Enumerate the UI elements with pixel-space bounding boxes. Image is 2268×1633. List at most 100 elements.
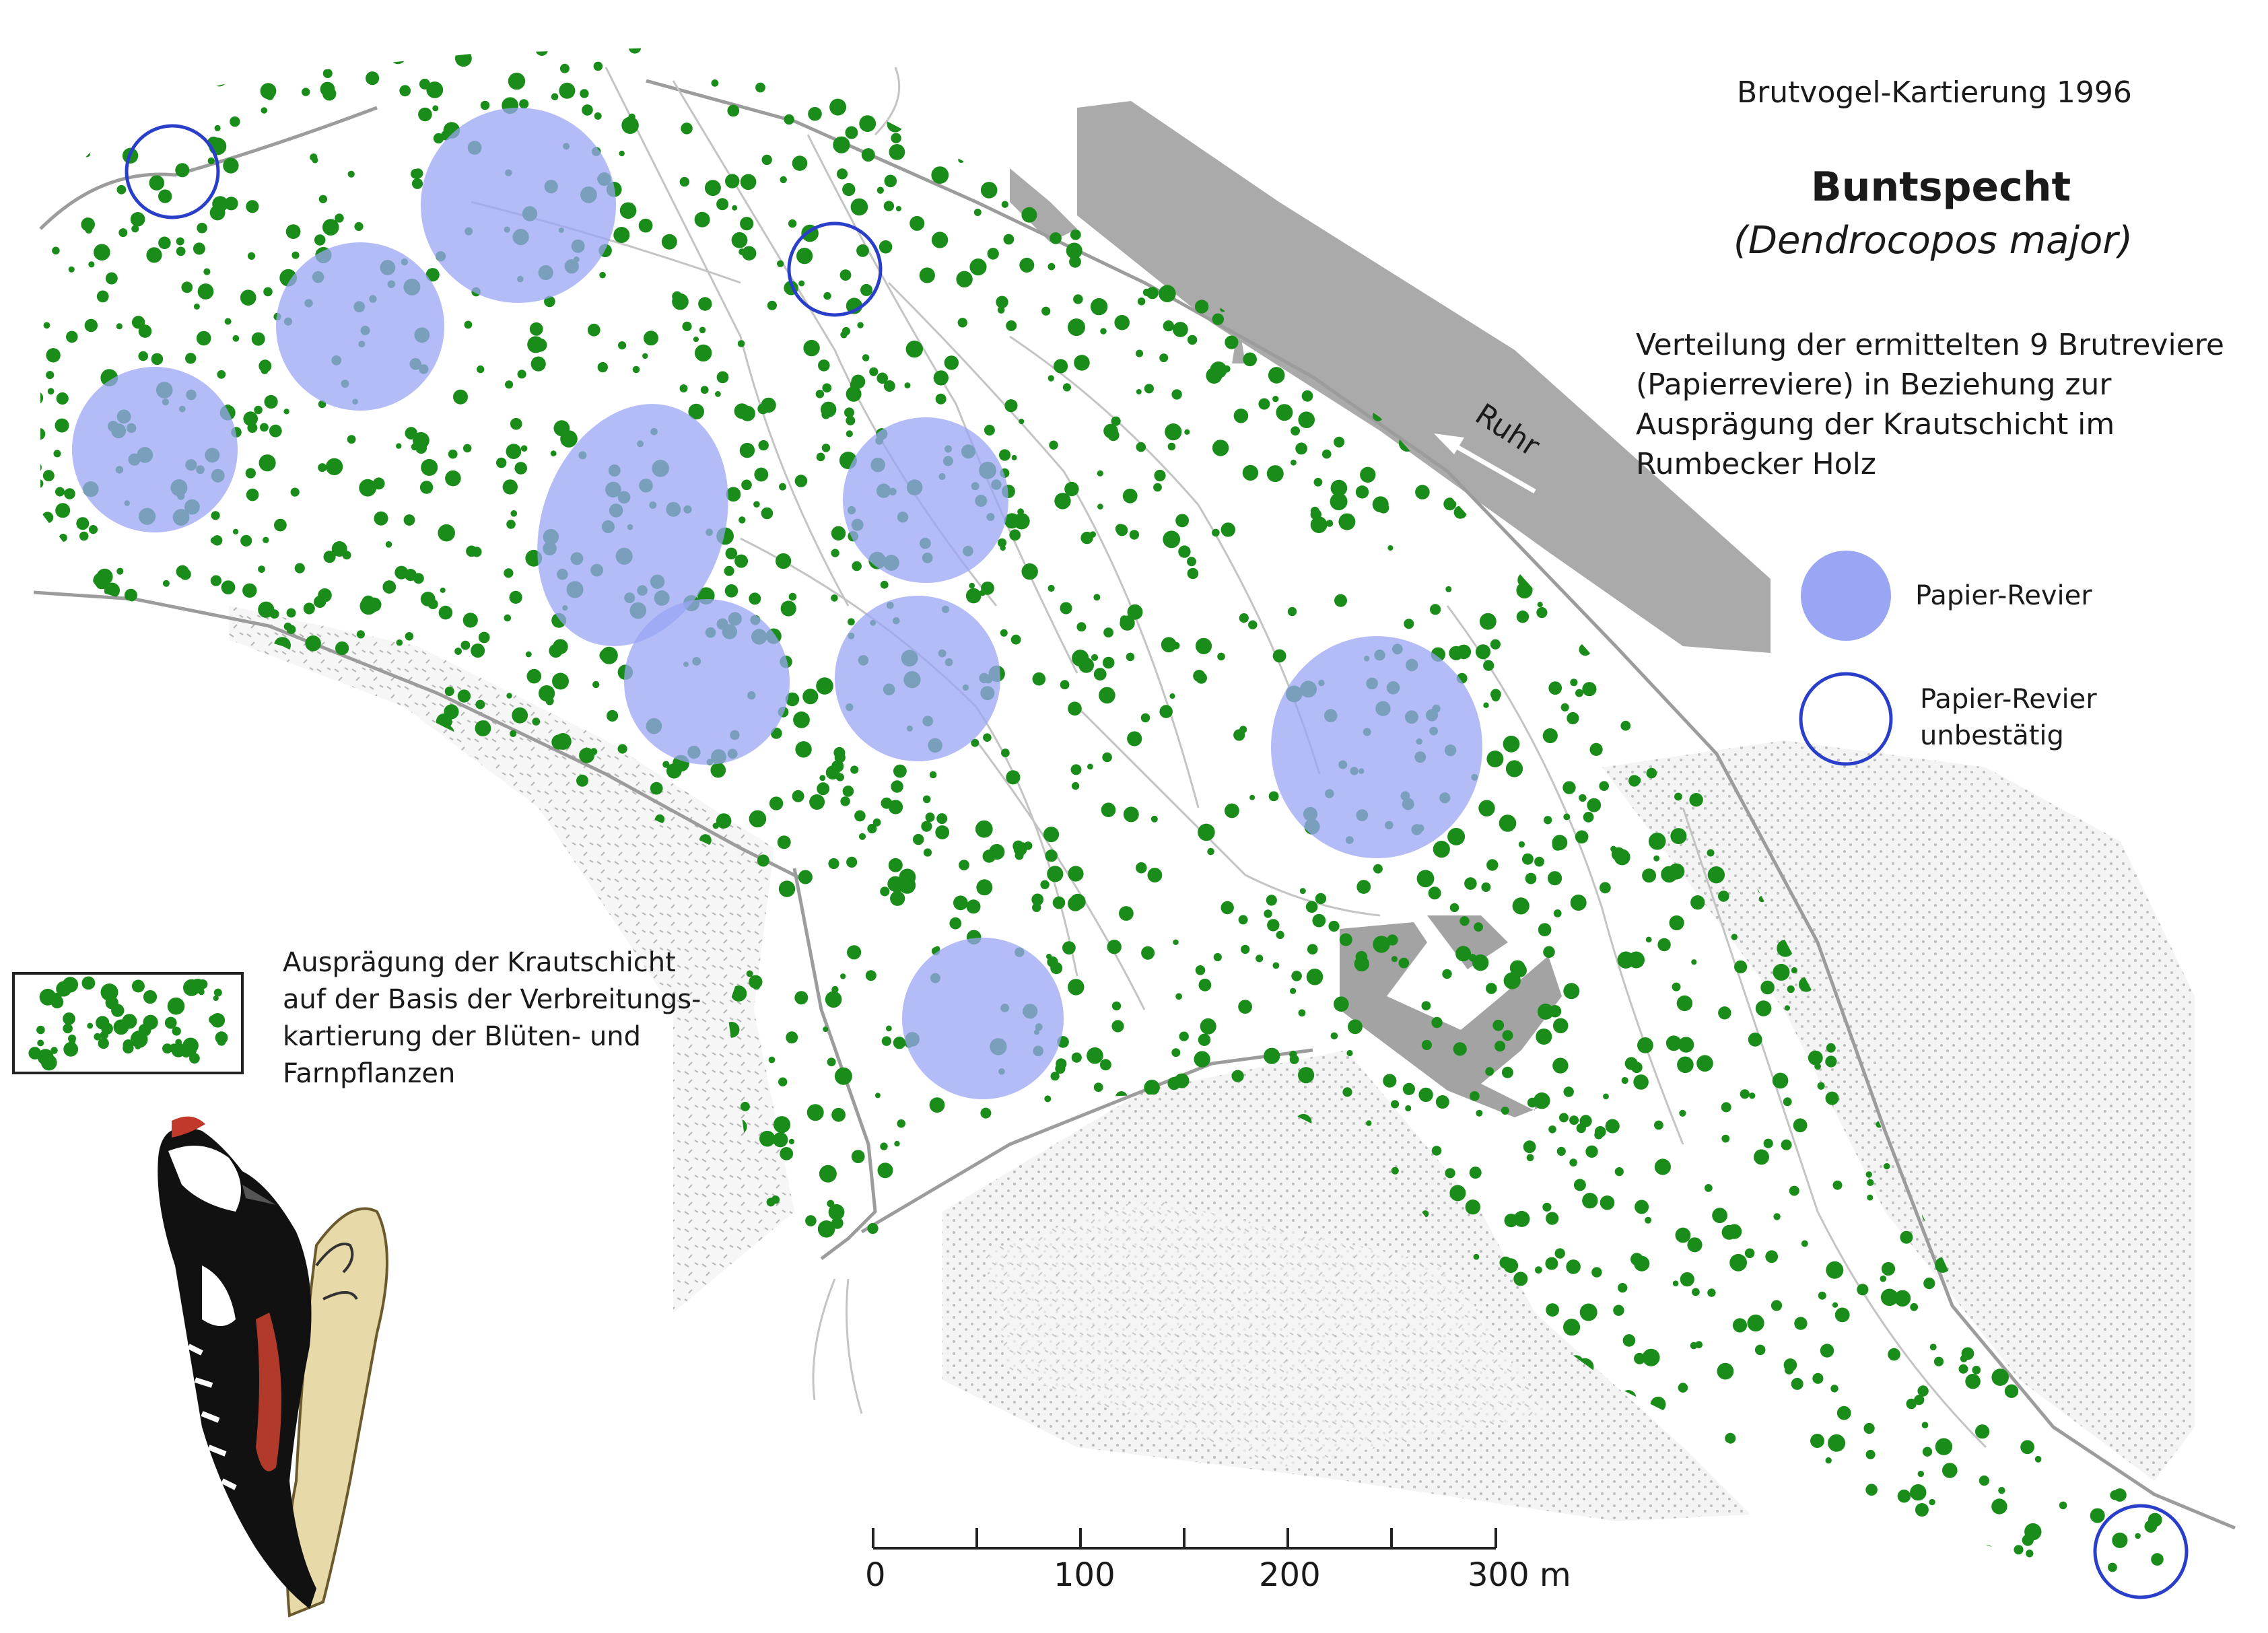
herb-dot	[1225, 1498, 1237, 1510]
herb-dot	[294, 1122, 302, 1131]
territory-2	[276, 242, 444, 411]
herb-dot	[1213, 952, 1222, 962]
herb-dot	[844, 407, 854, 418]
herb-dot	[922, 795, 931, 804]
herb-dot	[396, 639, 403, 646]
herb-dot	[599, 271, 606, 279]
herb-dot	[1794, 1317, 1808, 1330]
herb-dot	[1678, 1383, 1688, 1393]
herb-dot	[525, 651, 532, 658]
herb-dot	[1958, 1364, 1968, 1374]
herb-dot	[989, 843, 1005, 860]
herb-dot	[1818, 1291, 1826, 1300]
herb-dot	[101, 870, 118, 888]
herb-dot	[203, 268, 211, 275]
herb-dot	[172, 705, 179, 712]
herb-dot	[1032, 903, 1041, 912]
herb-dot	[1812, 1373, 1824, 1384]
herb-dot	[1755, 1000, 1772, 1016]
herb-dot	[1373, 936, 1390, 953]
herb-dot	[55, 66, 71, 81]
herb-dot	[1449, 1185, 1466, 1202]
herb-dot	[1354, 90, 1368, 104]
herb-dot	[1701, 663, 1717, 679]
herb-dot	[536, 1515, 549, 1527]
herb-dot	[1001, 201, 1009, 208]
herb-dot	[1272, 396, 1279, 403]
herb-dot	[1727, 1224, 1742, 1239]
herb-dot	[130, 212, 145, 227]
herb-dot	[1662, 1422, 1669, 1428]
herb-dot	[1430, 1503, 1447, 1521]
herb-dot	[83, 150, 91, 158]
herb-dot	[384, 1463, 398, 1477]
herb-dot	[1231, 1468, 1240, 1477]
herb-dot	[1315, 893, 1327, 905]
herb-dot	[1523, 1140, 1536, 1154]
herb-dot	[682, 321, 692, 331]
herb-dot	[880, 580, 889, 589]
herb-dot	[581, 1100, 598, 1117]
herb-dot	[303, 602, 315, 615]
herb-dot	[1930, 656, 1939, 665]
herb-dot	[688, 403, 704, 420]
herb-dot	[431, 1258, 438, 1265]
herb-dot	[1187, 335, 1198, 345]
herb-dot	[786, 1031, 798, 1044]
herb-dot	[287, 711, 302, 725]
herb-dot	[1637, 1037, 1653, 1053]
herb-dot	[471, 1525, 479, 1532]
herb-dot	[460, 1426, 470, 1435]
herb-dot	[1502, 1030, 1513, 1041]
herb-dot	[757, 854, 769, 867]
herb-dot	[1123, 806, 1139, 823]
herb-dot	[374, 1523, 382, 1529]
herb-dot	[1111, 1020, 1124, 1033]
herb-dot	[1487, 139, 1499, 151]
herb-dot	[183, 1539, 197, 1552]
herb-dot	[82, 1514, 96, 1528]
herb-dot	[114, 63, 127, 75]
herb-dot	[1342, 47, 1354, 60]
herb-dot	[1783, 1097, 1792, 1107]
herb-dot	[77, 1542, 92, 1558]
herb-dot	[2092, 643, 2100, 650]
herb-dot	[2004, 1384, 2019, 1398]
herb-dot	[1429, 1495, 1446, 1511]
herb-dot	[931, 166, 949, 184]
herb-dot	[156, 1313, 163, 1319]
herb-dot	[1803, 1579, 1812, 1587]
herb-dot	[1570, 679, 1578, 687]
herb-dot	[54, 50, 63, 60]
herb-dot	[432, 105, 439, 112]
herb-dot	[66, 331, 78, 343]
herb-dot	[1192, 1564, 1205, 1578]
herb-dot	[700, 47, 710, 57]
unconfirmed-territories	[125, 124, 2189, 1599]
herb-dot	[403, 1436, 420, 1454]
herb-dot	[1195, 637, 1212, 654]
herb-dot	[2112, 1532, 2128, 1548]
herb-dot	[1859, 47, 1874, 62]
territory-7	[835, 596, 1000, 761]
herb-dot	[1068, 979, 1085, 996]
herb-dot	[774, 1340, 782, 1348]
herb-dot	[1933, 1356, 1944, 1366]
herb-dot	[338, 707, 350, 718]
herb-dot	[1816, 1498, 1825, 1506]
herb-dot	[587, 1206, 600, 1219]
herb-dot	[283, 409, 289, 415]
herb-dot	[566, 1413, 579, 1426]
herb-dot	[322, 87, 337, 101]
herb-dot	[997, 538, 1007, 547]
herb-dot	[893, 1492, 908, 1507]
herb-dot	[436, 783, 450, 796]
herb-dot	[453, 389, 468, 405]
herb-dot	[391, 815, 409, 833]
herb-dot	[1242, 464, 1259, 481]
herb-dot	[1865, 1171, 1872, 1178]
herb-dot	[1268, 791, 1279, 802]
herb-dot	[847, 945, 862, 960]
herb-dot	[55, 1434, 62, 1442]
herb-dot	[1845, 287, 1853, 296]
